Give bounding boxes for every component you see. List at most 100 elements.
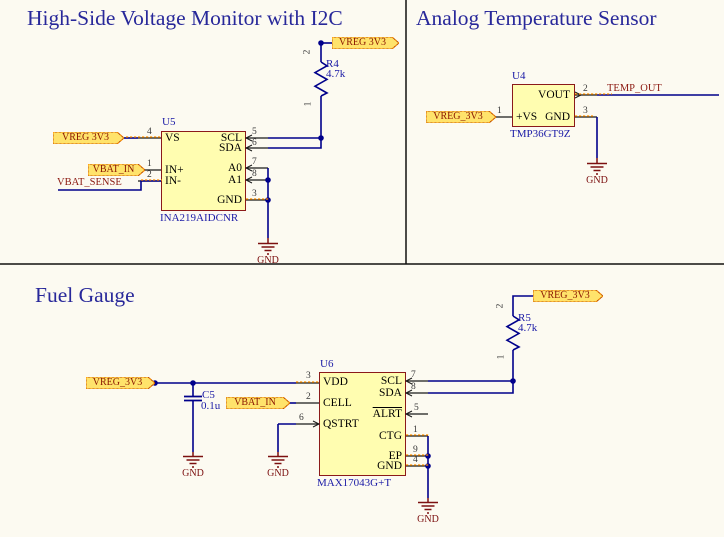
wire-qstrt-gnd[interactable] [277,423,296,452]
u6-pin-num-1: 1 [413,425,418,435]
r4-value[interactable]: 4.7k [326,68,346,80]
u5-pin-gnd: GND [217,194,242,206]
port-label: VREG 3V3 [62,132,109,143]
section-title-temp-sensor: Analog Temperature Sensor [416,6,657,30]
net-label-gnd-u5[interactable]: GND [257,255,279,266]
net-label-temp-out[interactable]: TEMP_OUT [607,83,662,94]
u6-pin-num-4: 4 [413,455,418,465]
u6-pin-qstrt: QSTRT [323,418,359,430]
wire-vbat-sense[interactable] [58,180,161,191]
u4-pin-vs: +VS [516,111,538,123]
ts-wires[interactable] [596,94,719,158]
component-u5-ina219[interactable] [161,131,246,211]
port-label: VREG_3V3 [433,111,483,122]
u4-pin-num-3: 3 [583,106,588,116]
port-vbat-in-u5[interactable]: VBAT_IN [88,164,145,176]
u5-pin-num-2: 2 [147,170,152,180]
r5-pin-num-2: 2 [495,303,506,309]
wire-r5-leads[interactable] [512,295,533,381]
u5-pin-scl: SCL [220,132,242,144]
r5-value[interactable]: 4.7k [518,322,538,334]
section-title-fuel-gauge: Fuel Gauge [35,283,135,307]
u6-pin-stubs [296,380,428,467]
u4-pin-stubs [494,94,597,118]
port-vreg-3v3-r5[interactable]: VREG_3V3 [533,290,603,302]
u5-pin-in-plus: IN+ [165,164,184,176]
u5-pin-num-4: 4 [147,127,152,137]
r4-pin-num-2: 2 [302,49,313,55]
u4-pin-num-1: 1 [497,106,502,116]
u5-pin-a0: A0 [227,162,242,174]
wire-sda-fg[interactable] [428,381,514,394]
gnd-symbol-qstrt[interactable] [268,452,288,468]
port-vreg-3v3-u4[interactable]: VREG_3V3 [426,111,496,123]
u5-pin-a1: A1 [227,174,242,186]
u4-pin-gnd: GND [545,111,570,123]
gnd-symbol-u4[interactable] [587,158,607,175]
port-label: VREG_3V3 [92,377,143,388]
port-label: VBAT_IN [234,397,276,408]
u5-designator[interactable]: U5 [162,116,176,128]
u5-pin-num-3: 3 [252,189,257,199]
net-label-gnd-u6[interactable]: GND [417,514,439,525]
port-vreg-3v3-r4[interactable]: VREG 3V3 [332,37,399,49]
port-vreg-3v3-u5[interactable]: VREG 3V3 [53,132,124,144]
vm-mask-marks [126,136,269,200]
vm-wires[interactable] [58,42,332,238]
net-label-gnd-qstrt[interactable]: GND [267,468,289,479]
u6-pin-num-3: 3 [306,371,311,381]
u6-pin-arrows [312,377,413,428]
port-shape [426,111,496,123]
ts-mask-marks [575,93,612,117]
u6-pin-num-6: 6 [299,413,304,423]
port-label: VREG 3V3 [339,37,386,48]
u6-pin-ctg: CTG [379,430,402,442]
component-u4-tmp36[interactable] [512,84,575,127]
u5-pin-arrows [244,134,253,184]
u5-pin-num-5: 5 [252,127,257,137]
resistor-r4[interactable] [313,61,329,97]
wire-sda[interactable] [268,138,322,149]
u5-pin-sda: SDA [218,142,242,154]
gnd-symbol-u5[interactable] [258,238,278,255]
port-shape [88,164,145,176]
gnd-symbol-c5[interactable] [183,452,203,468]
u6-pin-num-2: 2 [306,392,311,402]
u5-pin-num-1: 1 [147,159,152,169]
port-shape [533,290,603,302]
c5-value[interactable]: 0.1u [201,400,221,412]
port-shape [86,377,155,389]
u6-part-number[interactable]: MAX17043G+T [317,477,392,489]
gnd-symbol-u6[interactable] [418,498,438,514]
u5-pin-num-7: 7 [252,157,257,167]
u6-pin-vdd: VDD [323,376,348,388]
net-label-gnd-u4[interactable]: GND [586,175,608,186]
resistor-r5[interactable] [505,315,521,351]
r5-pin-num-1: 1 [496,354,507,360]
u4-vout-arrow [574,91,583,99]
u5-pin-vs: VS [165,132,180,144]
u6-pin-ep: EP [388,450,402,462]
port-vbat-in-fg[interactable]: VBAT_IN [226,397,290,409]
u5-pin-num-6: 6 [252,138,257,148]
u6-pin-alrt: ALRT [372,408,402,420]
r5-designator[interactable]: R5 [518,312,531,324]
port-shape [332,37,399,49]
u6-pin-scl: SCL [380,375,402,387]
u6-designator[interactable]: U6 [320,358,334,370]
port-vreg-3v3-fg[interactable]: VREG_3V3 [86,377,155,389]
u4-designator[interactable]: U4 [512,70,526,82]
r4-pin-num-1: 1 [303,101,314,107]
u6-pin-num-9: 9 [413,445,418,455]
capacitor-c5[interactable] [184,395,202,402]
net-label-gnd-c5[interactable]: GND [182,468,204,479]
u5-part-number[interactable]: INA219AIDCNR [160,212,239,224]
port-shape [53,132,124,144]
net-label-vbat-sense[interactable]: VBAT_SENSE [57,177,122,188]
u5-pin-in-minus: IN- [165,175,181,187]
c5-designator[interactable]: C5 [202,389,215,401]
u4-part-number[interactable]: TMP36GT9Z [510,128,571,140]
u6-pin-sda: SDA [378,387,402,399]
r4-designator[interactable]: R4 [326,58,339,70]
